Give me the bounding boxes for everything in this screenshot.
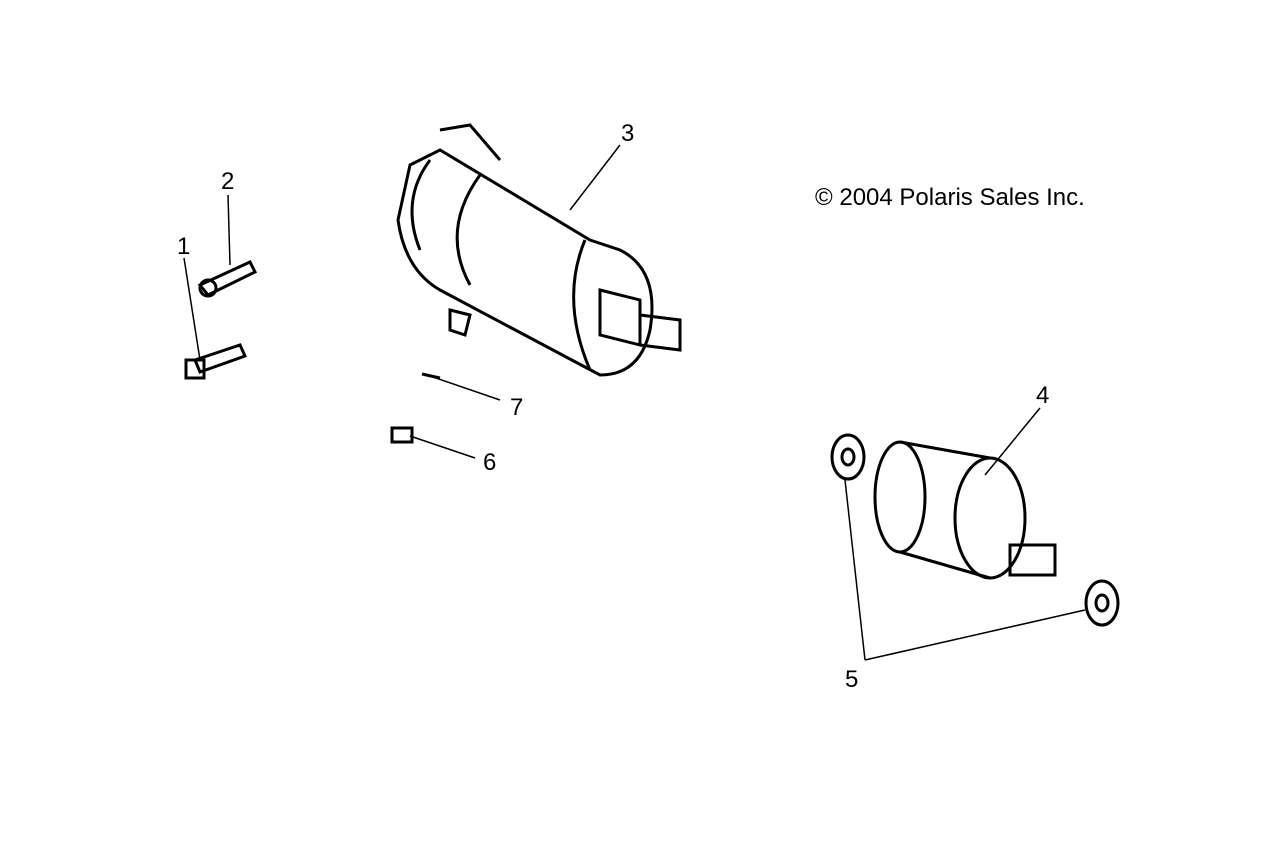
- starter-drive: [873, 440, 1057, 580]
- callout-1: 1: [177, 233, 191, 260]
- callout-6: 6: [483, 449, 497, 476]
- part-6: [390, 426, 414, 444]
- washer: [830, 433, 866, 481]
- washer: [1084, 579, 1120, 627]
- starter-motor: [396, 123, 682, 377]
- copyright-text: © 2004 Polaris Sales Inc.: [815, 184, 1085, 211]
- bolt-2: [197, 260, 258, 298]
- leader-lines: [183, 144, 1086, 661]
- bolt-1: [184, 343, 248, 380]
- callout-7: 7: [510, 394, 524, 421]
- callout-3: 3: [621, 120, 635, 147]
- callout-2: 2: [221, 168, 235, 195]
- callout-4: 4: [1036, 382, 1050, 409]
- callout-5: 5: [845, 666, 859, 693]
